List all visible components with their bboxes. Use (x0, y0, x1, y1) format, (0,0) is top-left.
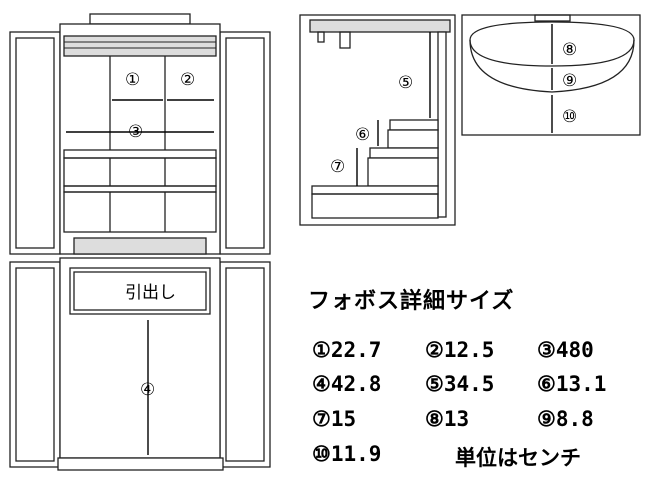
marker-3: ③ (128, 122, 143, 142)
interior-view: ⑤ ⑥ ⑦ (299, 14, 456, 226)
spec-9: ⑨8.8 (537, 407, 594, 431)
marker-7: ⑦ (330, 157, 345, 177)
marker-1: ① (125, 70, 140, 90)
drawer (69, 267, 211, 315)
right-upper-door (219, 31, 271, 255)
louver (63, 35, 217, 57)
marker-2: ② (180, 70, 195, 90)
left-upper-door (9, 31, 61, 255)
marker-6: ⑥ (355, 125, 370, 145)
spec-2: ②12.5 (425, 338, 495, 362)
spec-5: ⑤34.5 (425, 372, 495, 396)
spec-8: ⑧13 (425, 407, 470, 431)
marker-10: ⑩ (562, 107, 577, 127)
spec-7: ⑦15 (312, 407, 357, 431)
right-lower-door (219, 261, 271, 468)
page-title: フォボス詳細サイズ (308, 289, 515, 314)
marker-5: ⑤ (398, 73, 413, 93)
base (57, 457, 224, 471)
spec-4: ④42.8 (312, 372, 382, 396)
drawer-label: 引出し (125, 283, 176, 303)
top-cap (89, 13, 191, 25)
top-view: ⑧ ⑨ ⑩ (461, 14, 641, 136)
marker-9: ⑨ (562, 71, 577, 91)
left-lower-door (9, 261, 61, 468)
spec-6: ⑥13.1 (537, 372, 607, 396)
spec-1: ①22.7 (312, 338, 382, 362)
spec-10: ⑩11.9 (312, 442, 382, 466)
marker-4: ④ (140, 380, 155, 400)
marker-8: ⑧ (562, 40, 577, 60)
unit-note: 単位はセンチ (455, 446, 581, 470)
upper-body (59, 23, 221, 255)
front-view: 引出し ① ② ③ ④ (9, 13, 271, 471)
spec-3: ③480 (537, 338, 594, 362)
